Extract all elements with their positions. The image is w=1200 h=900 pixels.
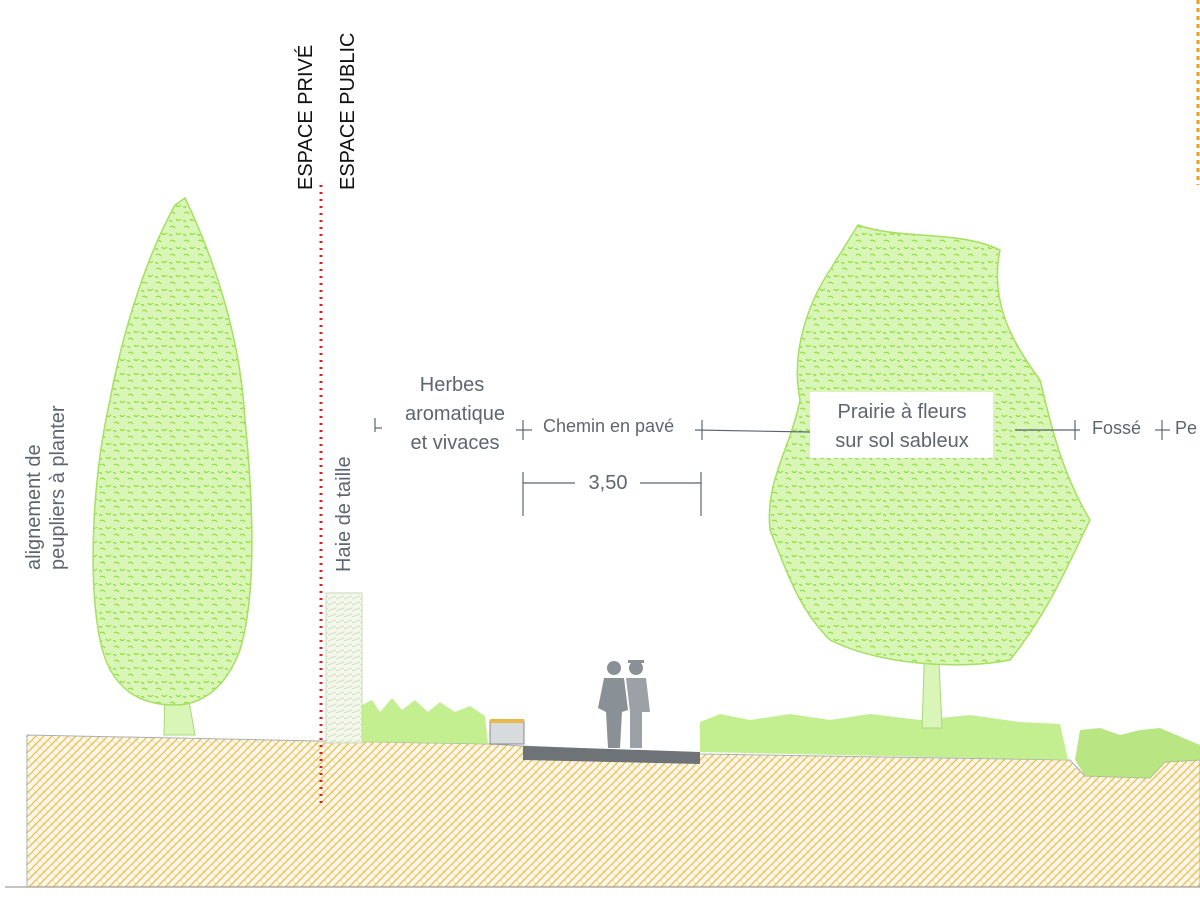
deciduous-tree — [768, 224, 1091, 729]
dimension-path-width: 3,50 — [589, 472, 628, 494]
poplar-tree — [92, 196, 253, 736]
label-meadow-1: Prairie à fleurs — [838, 401, 967, 423]
label-herbs-1: Herbes — [420, 374, 484, 396]
label-cut-off: Pe — [1175, 418, 1197, 438]
ditch-planting — [1075, 728, 1200, 778]
label-poplars-1: alignement de — [23, 444, 45, 570]
label-hedge: Haie de taille — [333, 456, 355, 572]
label-espace-prive: ESPACE PRIVÉ — [294, 45, 317, 190]
leader-lines — [374, 418, 1170, 516]
label-espace-public: ESPACE PUBLIC — [337, 33, 359, 190]
paved-path — [523, 746, 700, 764]
hedge — [325, 592, 363, 744]
label-herbs-3: et vivaces — [411, 432, 500, 454]
label-path: Chemin en pavé — [543, 416, 674, 436]
label-meadow-2: sur sol sableux — [835, 430, 968, 452]
planter — [489, 720, 525, 745]
label-ditch: Fossé — [1092, 418, 1141, 438]
herb-planting — [362, 698, 488, 744]
label-poplars-2: peupliers à planter — [47, 405, 69, 570]
meadow-planting — [700, 714, 1068, 760]
meadow-label-box — [810, 392, 993, 458]
label-herbs-2: aromatique — [405, 403, 505, 425]
people-silhouettes — [598, 660, 650, 748]
